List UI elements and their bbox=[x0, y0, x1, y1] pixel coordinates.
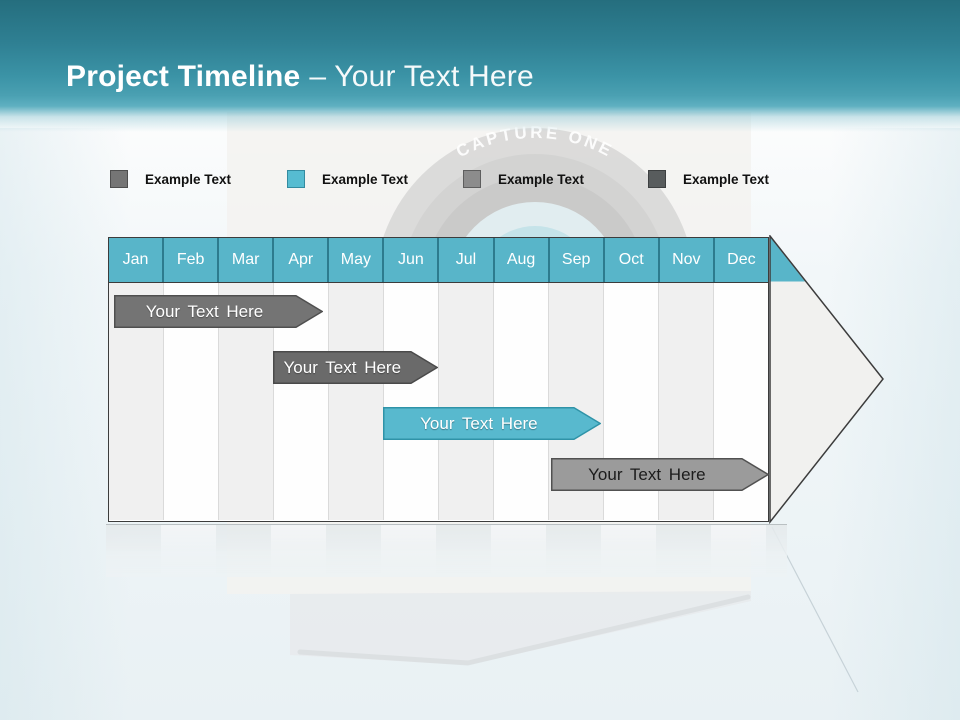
product-box-bottom-face bbox=[290, 591, 751, 665]
stripe-column-dec bbox=[714, 283, 768, 520]
month-cell-jun: Jun bbox=[382, 238, 438, 282]
stripe-column-may bbox=[329, 283, 384, 520]
month-cell-sep: Sep bbox=[547, 238, 603, 282]
month-cell-may: May bbox=[327, 238, 383, 282]
month-cell-aug: Aug bbox=[492, 238, 548, 282]
stripe-column-sep bbox=[549, 283, 604, 520]
stripe-column-apr bbox=[274, 283, 329, 520]
stripe-column-feb bbox=[164, 283, 219, 520]
title-bold-text: Project Timeline bbox=[66, 60, 301, 93]
month-cell-oct: Oct bbox=[602, 238, 658, 282]
stripe-column-jun bbox=[384, 283, 439, 520]
stripe-column-oct bbox=[604, 283, 659, 520]
timeline-reflection bbox=[106, 524, 787, 577]
arrowhead-outline bbox=[769, 235, 884, 524]
month-cell-jul: Jul bbox=[437, 238, 493, 282]
timeline-arrowhead bbox=[769, 235, 884, 524]
stripe-column-aug bbox=[494, 283, 549, 520]
month-cell-jan: Jan bbox=[109, 238, 163, 282]
product-box-shadow-edge bbox=[297, 594, 751, 666]
month-cell-nov: Nov bbox=[657, 238, 713, 282]
title-light-text: – Your Text Here bbox=[309, 60, 534, 93]
month-cell-feb: Feb bbox=[162, 238, 218, 282]
stripe-column-mar bbox=[219, 283, 274, 520]
arrowhead-body bbox=[770, 236, 883, 522]
stripe-column-nov bbox=[659, 283, 714, 520]
month-cell-dec: Dec bbox=[712, 238, 768, 282]
stripe-column-jan bbox=[109, 283, 164, 520]
stripe-column-jul bbox=[439, 283, 494, 520]
month-cell-apr: Apr bbox=[272, 238, 328, 282]
month-cell-mar: Mar bbox=[217, 238, 273, 282]
timeline-body-stripes bbox=[109, 283, 768, 520]
header-band: Project Timeline– Your Text Here bbox=[0, 0, 960, 136]
slide-title: Project Timeline– Your Text Here bbox=[66, 60, 534, 94]
